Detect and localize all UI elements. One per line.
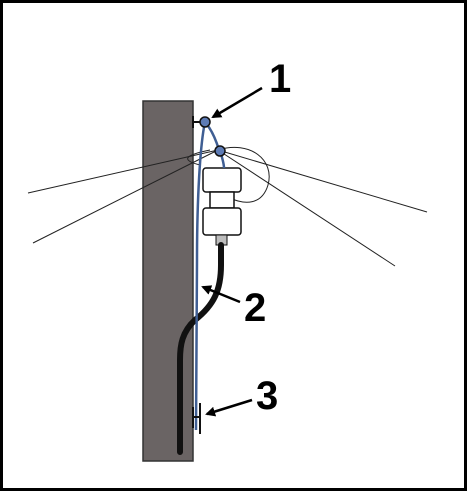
callout-1-arrow	[211, 86, 263, 119]
connector-block	[209, 191, 235, 209]
lower-enclosure	[202, 207, 242, 236]
secondary-insulator	[214, 145, 226, 157]
equipment-unit	[202, 167, 242, 246]
callout-2-label: 2	[244, 286, 266, 330]
callout-3-arrow	[205, 398, 253, 417]
top-insulator	[199, 116, 211, 128]
upper-enclosure	[202, 167, 242, 193]
pole	[142, 100, 194, 462]
callout-3-label: 3	[256, 374, 278, 418]
callout-1-label: 1	[269, 57, 291, 101]
callout-2-arrow	[201, 285, 241, 304]
bottom-clamp	[192, 403, 201, 434]
black-cable	[177, 242, 224, 455]
overhead-lines	[27, 146, 428, 267]
